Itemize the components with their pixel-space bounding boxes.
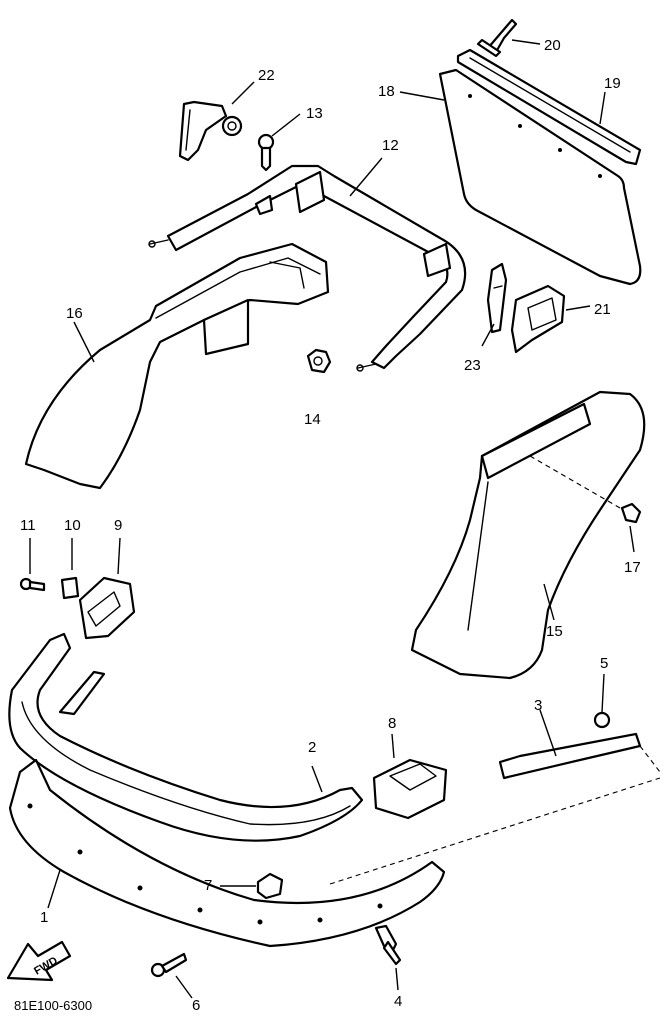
part-10-spacer (60, 538, 80, 600)
callout-9: 9 (114, 517, 122, 534)
callout-18: 18 (378, 83, 395, 100)
part-3-bar (498, 709, 642, 780)
callout-3: 3 (534, 697, 542, 714)
part-9-bracket (78, 537, 136, 640)
callout-22: 22 (258, 67, 275, 84)
callout-19: 19 (604, 75, 621, 92)
part-23-strap (481, 262, 508, 347)
part-19-strip (456, 48, 642, 166)
part-13-screw (257, 113, 301, 172)
callout-20: 20 (544, 37, 561, 54)
part-12-frame (148, 157, 467, 372)
part-5-washer (593, 673, 611, 729)
part-4-rivet (374, 924, 402, 991)
callout-16: 16 (66, 305, 83, 322)
part-15-right-cover (410, 390, 646, 680)
callout-5: 5 (600, 655, 608, 672)
callout-21: 21 (594, 301, 611, 318)
callout-15: 15 (546, 623, 563, 640)
diagram-code: 81E100-6300 (14, 998, 92, 1013)
part-18-panel (399, 68, 642, 286)
part-16-left-cover (24, 242, 330, 490)
callout-12: 12 (382, 137, 399, 154)
callout-17: 17 (624, 559, 641, 576)
part-14-nut (306, 348, 332, 374)
fwd-arrow: FWD (6, 940, 72, 982)
callout-10: 10 (64, 517, 81, 534)
part-6-screw (150, 952, 193, 999)
part-21-clip (510, 284, 591, 354)
part-2-rail (8, 632, 364, 842)
part-20-rivet (476, 18, 541, 58)
part-8-clip (372, 733, 448, 820)
callout-14: 14 (304, 411, 321, 428)
part-22-bracket (178, 81, 255, 162)
part-7-grommet (220, 872, 284, 900)
callout-1: 1 (40, 909, 48, 926)
callout-11: 11 (20, 517, 36, 534)
callout-6: 6 (192, 997, 200, 1014)
callout-4: 4 (394, 993, 402, 1010)
part-1-base (8, 758, 446, 948)
part-11-screw (19, 538, 46, 592)
callout-13: 13 (306, 105, 323, 122)
callout-8: 8 (388, 715, 396, 732)
callout-7: 7 (204, 877, 212, 894)
callout-2: 2 (308, 739, 316, 756)
part-17-grommet (620, 502, 642, 553)
callout-23: 23 (464, 357, 481, 374)
